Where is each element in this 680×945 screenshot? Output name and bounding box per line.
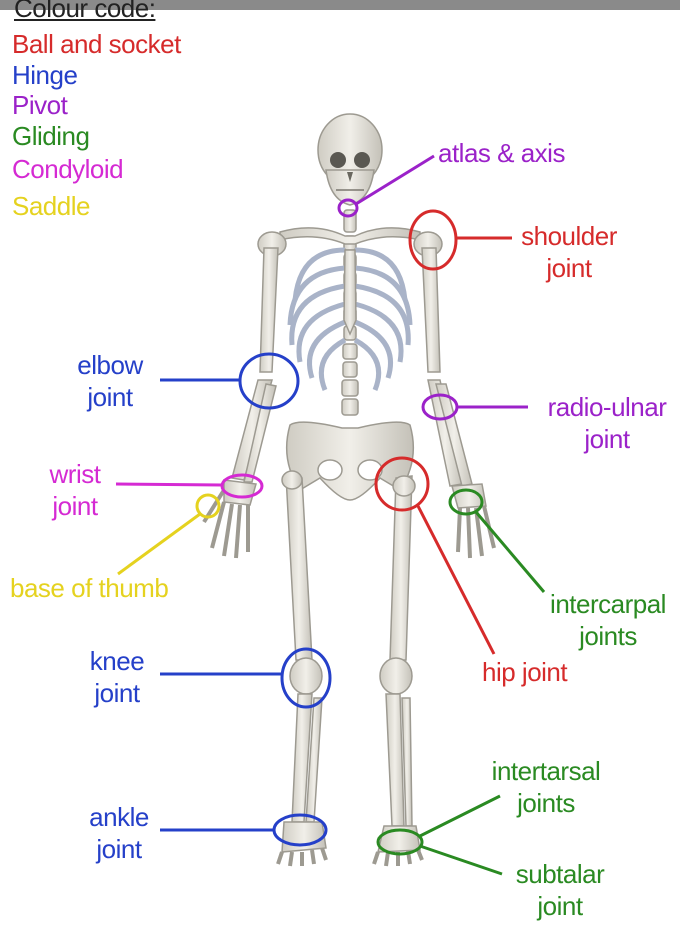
- right-femur: [389, 475, 413, 661]
- left-hand: [202, 479, 257, 559]
- label-ankle-joint: ankle joint: [89, 802, 149, 864]
- label-wrist-joint: wrist joint: [49, 459, 101, 521]
- skull: [317, 113, 383, 206]
- legend-title: Colour code:: [14, 0, 156, 23]
- intercarpal-marker: [448, 488, 484, 516]
- intertarsal-leader: [419, 794, 501, 838]
- legend-item-ball-and-socket: Ball and socket: [12, 29, 181, 59]
- intercarpal-leader: [474, 511, 546, 593]
- label-atlas-axis: atlas & axis: [438, 138, 565, 168]
- legend-item-condyloid: Condyloid: [12, 154, 124, 184]
- base-of-thumb-leader: [117, 512, 201, 576]
- atlas-axis-marker: [337, 198, 359, 218]
- foot-gliding-marker: [376, 828, 424, 856]
- sternum: [343, 249, 357, 336]
- knee-marker: [280, 647, 332, 709]
- label-radio-ulnar-joint: radio-ulnar joint: [547, 392, 667, 454]
- right-humerus: [421, 247, 441, 373]
- label-knee-joint: knee joint: [89, 646, 145, 708]
- label-intercarpal-joints: intercarpal joints: [550, 589, 666, 651]
- right-patella: [379, 657, 413, 695]
- label-hip-joint: hip joint: [482, 657, 568, 687]
- label-base-of-thumb: base of thumb: [10, 573, 169, 603]
- label-subtalar-joint: subtalar joint: [515, 859, 605, 921]
- label-shoulder-joint: shoulder joint: [521, 221, 617, 283]
- ribcage: [287, 247, 413, 391]
- hip-leader: [416, 505, 496, 655]
- legend-item-saddle: Saddle: [12, 191, 90, 221]
- shoulder-marker: [408, 209, 458, 271]
- atlas-axis-leader: [355, 154, 435, 206]
- left-patella: [289, 657, 323, 695]
- hip-marker: [374, 456, 430, 512]
- wrist-marker: [220, 473, 264, 499]
- label-intertarsal-joints: intertarsal joints: [491, 756, 601, 818]
- legend-item-pivot: Pivot: [12, 90, 68, 120]
- right-hand: [451, 483, 496, 559]
- skeleton-illustration: [202, 113, 496, 867]
- left-femur: [285, 475, 313, 661]
- right-tibia: [385, 693, 405, 827]
- top-bar: [0, 0, 680, 10]
- wrist-leader: [115, 482, 223, 487]
- left-humerus: [259, 247, 279, 373]
- label-elbow-joint: elbow joint: [77, 350, 143, 412]
- subtalar-leader: [419, 844, 503, 876]
- base-of-thumb-marker: [195, 493, 221, 519]
- legend-item-gliding: Gliding: [12, 121, 90, 151]
- legend-item-hinge: Hinge: [12, 60, 78, 90]
